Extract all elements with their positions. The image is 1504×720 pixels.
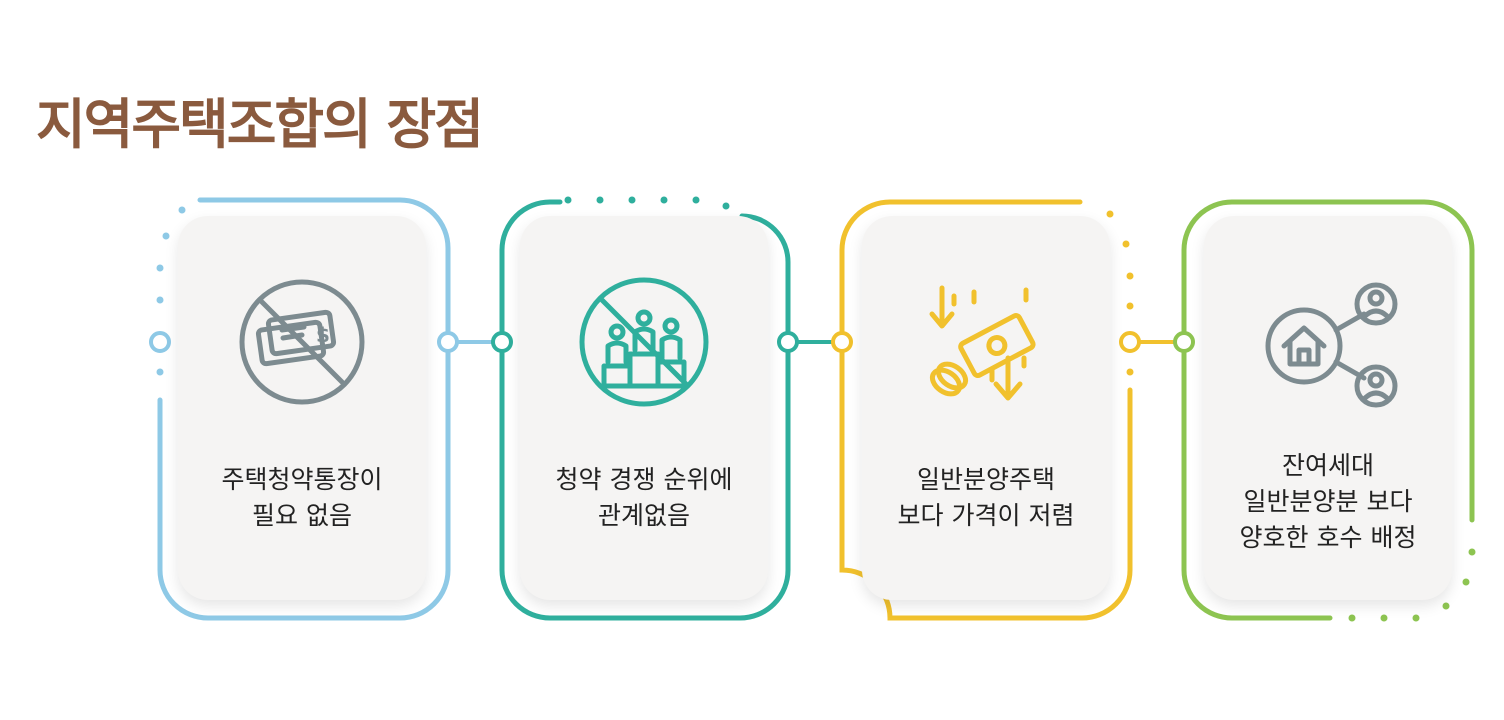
card-no-ranking: 청약 경쟁 순위에 관계없음	[520, 216, 768, 600]
frame-2-dots	[564, 196, 730, 210]
card-no-bankbook: $ 주택청약통장이 필요 없음	[178, 216, 426, 600]
card-label: 잔여세대 일반분양분 보다 양호한 호수 배정	[1204, 448, 1452, 556]
card-label: 일반분양주택 보다 가격이 저렴	[862, 462, 1110, 534]
label-line: 잔여세대	[1281, 451, 1374, 480]
page-title: 지역주택조합의 장점	[36, 93, 484, 156]
label-line: 청약 경쟁 순위에	[555, 465, 733, 494]
label-line: 일반분양분 보다	[1243, 487, 1413, 516]
frame-1-dots	[156, 206, 186, 376]
card-label: 주택청약통장이 필요 없음	[178, 462, 426, 534]
connector-node-centers	[157, 339, 163, 345]
label-line: 주택청약통장이	[221, 465, 383, 494]
card-label: 청약 경쟁 순위에 관계없음	[520, 462, 768, 534]
connector-nodes	[149, 331, 1195, 353]
label-line: 관계없음	[597, 501, 690, 530]
card-better-unit: 잔여세대 일반분양분 보다 양호한 호수 배정	[1204, 216, 1452, 600]
house-people-network-icon	[1265, 282, 1398, 408]
frame-4-dots	[1348, 548, 1476, 622]
card-lower-price: 일반분양주택 보다 가격이 저렴	[862, 216, 1110, 600]
svg-text:$: $	[316, 323, 330, 347]
label-line: 필요 없음	[252, 501, 352, 530]
frame-1	[157, 197, 451, 621]
no-ranking-icon	[579, 277, 709, 407]
falling-price-money-icon	[929, 285, 1036, 401]
frame-4	[1181, 199, 1475, 621]
label-line: 양호한 호수 배정	[1239, 523, 1417, 552]
label-line: 일반분양주택	[916, 465, 1055, 494]
frame-2	[499, 199, 791, 621]
frame-3	[839, 199, 1133, 621]
frame-3-dots	[1106, 210, 1134, 376]
label-line: 보다 가격이 저렴	[897, 501, 1075, 530]
no-bankbook-icon: $	[239, 279, 365, 405]
